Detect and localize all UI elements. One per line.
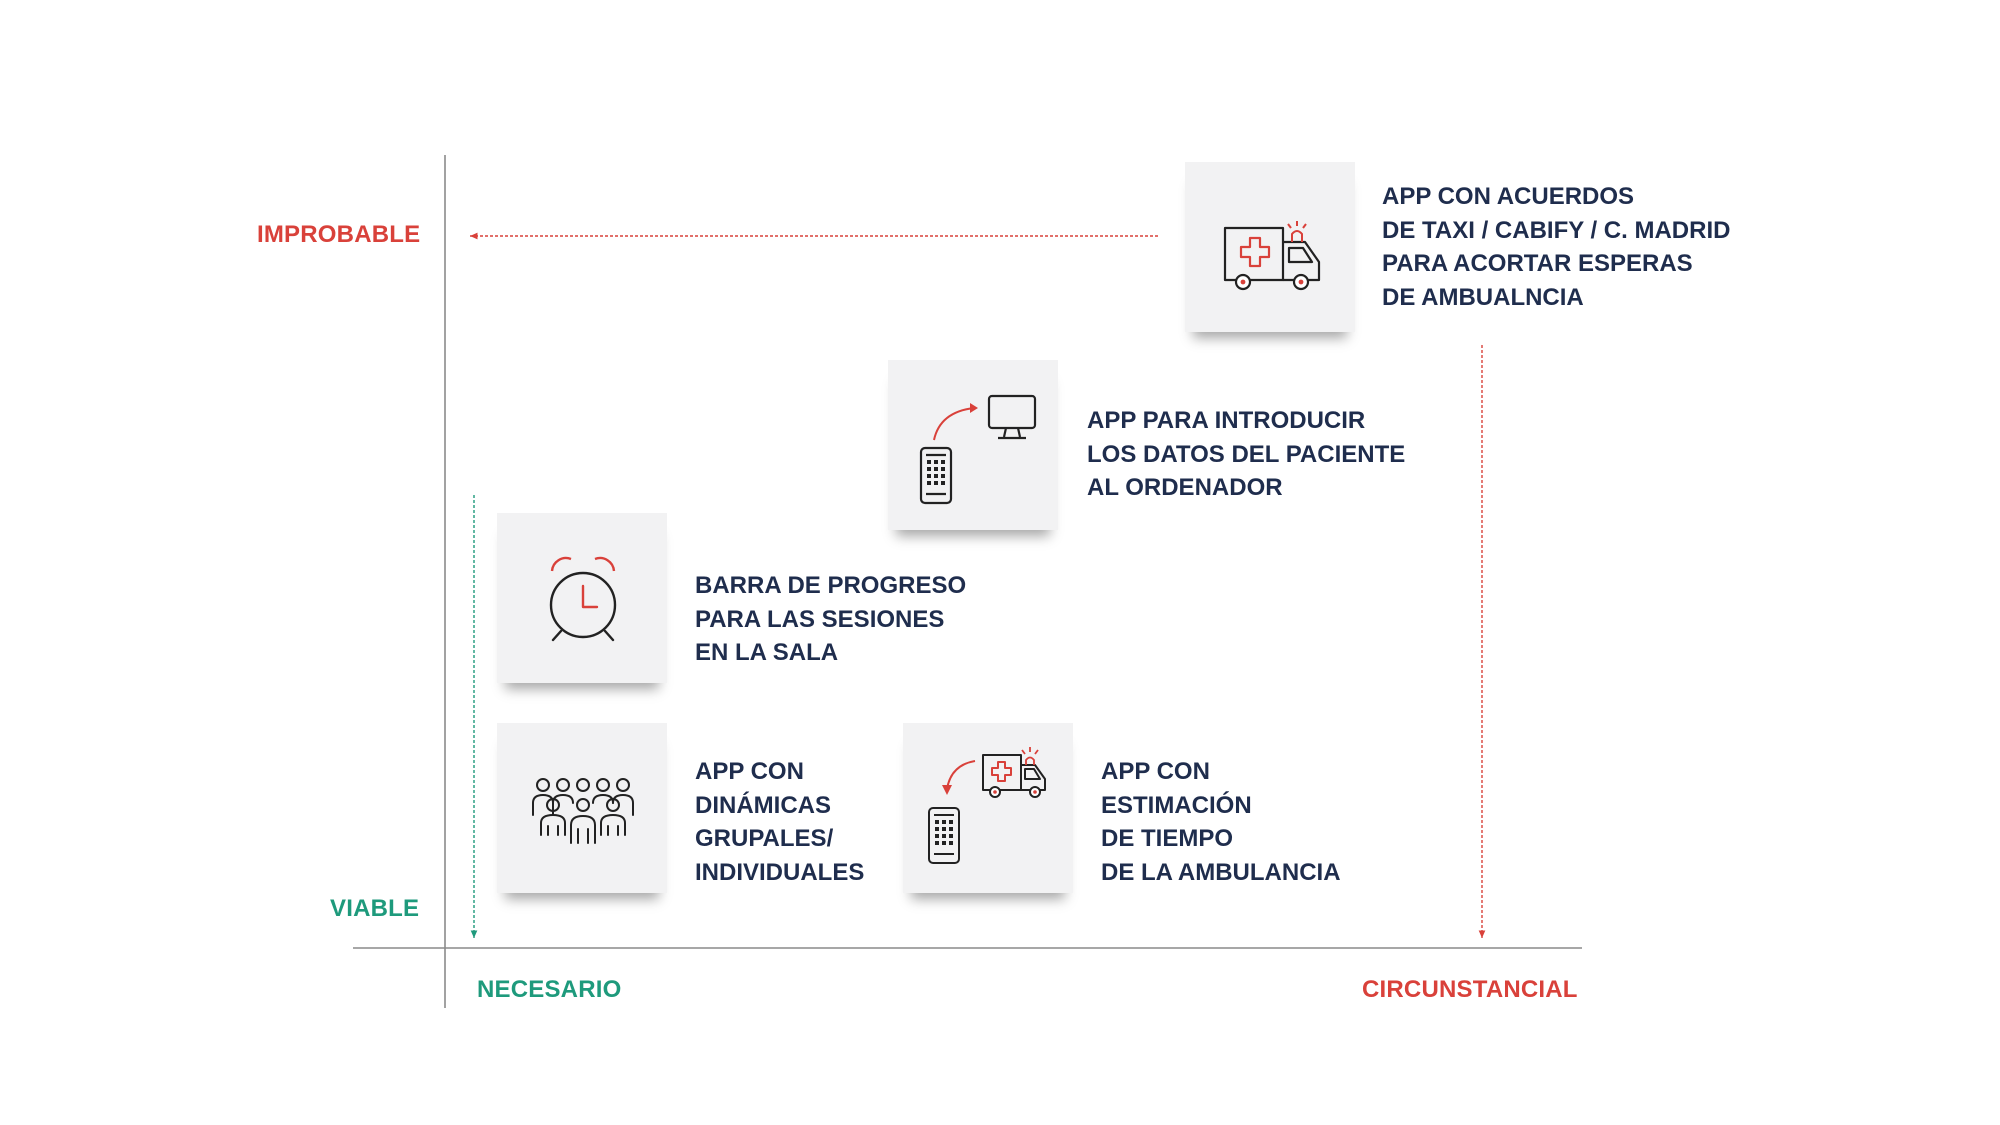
ambulance-icon xyxy=(1223,221,1321,291)
idea-card-datos xyxy=(888,360,1058,530)
ambulance-to-phone-icon xyxy=(928,747,1046,864)
group-people-icon xyxy=(532,778,634,844)
idea-card-dinamicas xyxy=(497,723,667,893)
idea-text-estimacion: APP CON ESTIMACIÓN DE TIEMPO DE LA AMBUL… xyxy=(1101,758,1341,886)
idea-text-barra: BARRA DE PROGRESO PARA LAS SESIONES EN L… xyxy=(695,572,967,666)
phone-to-computer-icon xyxy=(919,394,1037,505)
idea-text-dinamicas: APP CON DINÁMICAS GRUPALES/ INDIVIDUALES xyxy=(695,758,865,886)
idea-card-barra xyxy=(497,513,667,683)
idea-card-taxi xyxy=(1185,162,1355,332)
axis-label-necesario: NECESARIO xyxy=(477,976,622,1003)
axis-label-circunstancial: CIRCUNSTANCIAL xyxy=(1362,976,1578,1003)
axis-label-viable: VIABLE xyxy=(330,895,420,922)
idea-text-taxi: APP CON ACUERDOS DE TAXI / CABIFY / C. M… xyxy=(1382,183,1731,311)
axis-label-improbable: IMPROBABLE xyxy=(257,221,421,248)
idea-card-estimacion xyxy=(903,723,1073,893)
alarm-clock-icon xyxy=(549,556,617,642)
idea-text-datos: APP PARA INTRODUCIR LOS DATOS DEL PACIEN… xyxy=(1087,407,1406,501)
